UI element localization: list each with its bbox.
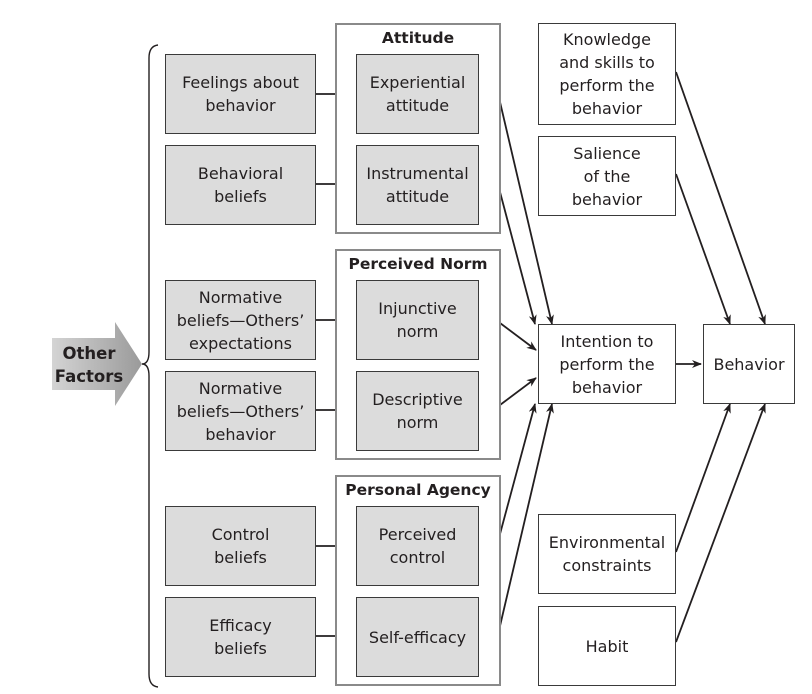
behavior-box: Behavior — [703, 324, 795, 404]
descriptive-norm-box: Descriptive norm — [356, 371, 479, 451]
efficacy-beliefs-box: Efficacy beliefs — [165, 597, 316, 677]
arrow-perceived-control-to-intention — [499, 403, 537, 535]
arrow-instrumental-to-intention — [499, 191, 537, 325]
attitude-group-title: Attitude — [381, 29, 455, 47]
normative-beliefs-behavior-box: Normative beliefs—Others’ behavior — [165, 371, 316, 451]
behavioral-beliefs-box: Behavioral beliefs — [165, 145, 316, 225]
self-efficacy-box: Self-efficacy — [356, 597, 479, 677]
arrow-salience-to-behavior — [675, 173, 731, 325]
control-beliefs-box: Control beliefs — [165, 506, 316, 586]
arrow-descriptive-to-intention — [499, 377, 537, 406]
feelings-about-behavior-box: Feelings about behavior — [165, 54, 316, 134]
normative-beliefs-expectations-box: Normative beliefs—Others’ expectations — [165, 280, 316, 360]
habit-box: Habit — [538, 606, 676, 686]
injunctive-norm-box: Injunctive norm — [356, 280, 479, 360]
knowledge-skills-box: Knowledge and skills to perform the beha… — [538, 23, 676, 125]
instrumental-attitude-box: Instrumental attitude — [356, 145, 479, 225]
perceived-control-box: Perceived control — [356, 506, 479, 586]
intention-box: Intention to perform the behavior — [538, 324, 676, 404]
arrow-habit-to-behavior — [675, 403, 766, 643]
salience-box: Salience of the behavior — [538, 136, 676, 216]
perceived-norm-group-title: Perceived Norm — [348, 255, 488, 273]
curly-brace — [141, 44, 159, 688]
arrow-environment-to-behavior — [675, 403, 731, 553]
environmental-constraints-box: Environmental constraints — [538, 514, 676, 594]
other-factors-arrow-shape — [52, 322, 142, 406]
experiential-attitude-box: Experiential attitude — [356, 54, 479, 134]
arrow-self-efficacy-to-intention — [499, 403, 554, 627]
arrow-knowledge-to-behavior — [675, 71, 766, 325]
arrow-injunctive-to-intention — [499, 322, 537, 351]
personal-agency-group-title: Personal Agency — [345, 481, 491, 499]
other-factors-label: Other Factors — [54, 344, 124, 386]
arrow-experiential-to-intention — [499, 101, 554, 325]
